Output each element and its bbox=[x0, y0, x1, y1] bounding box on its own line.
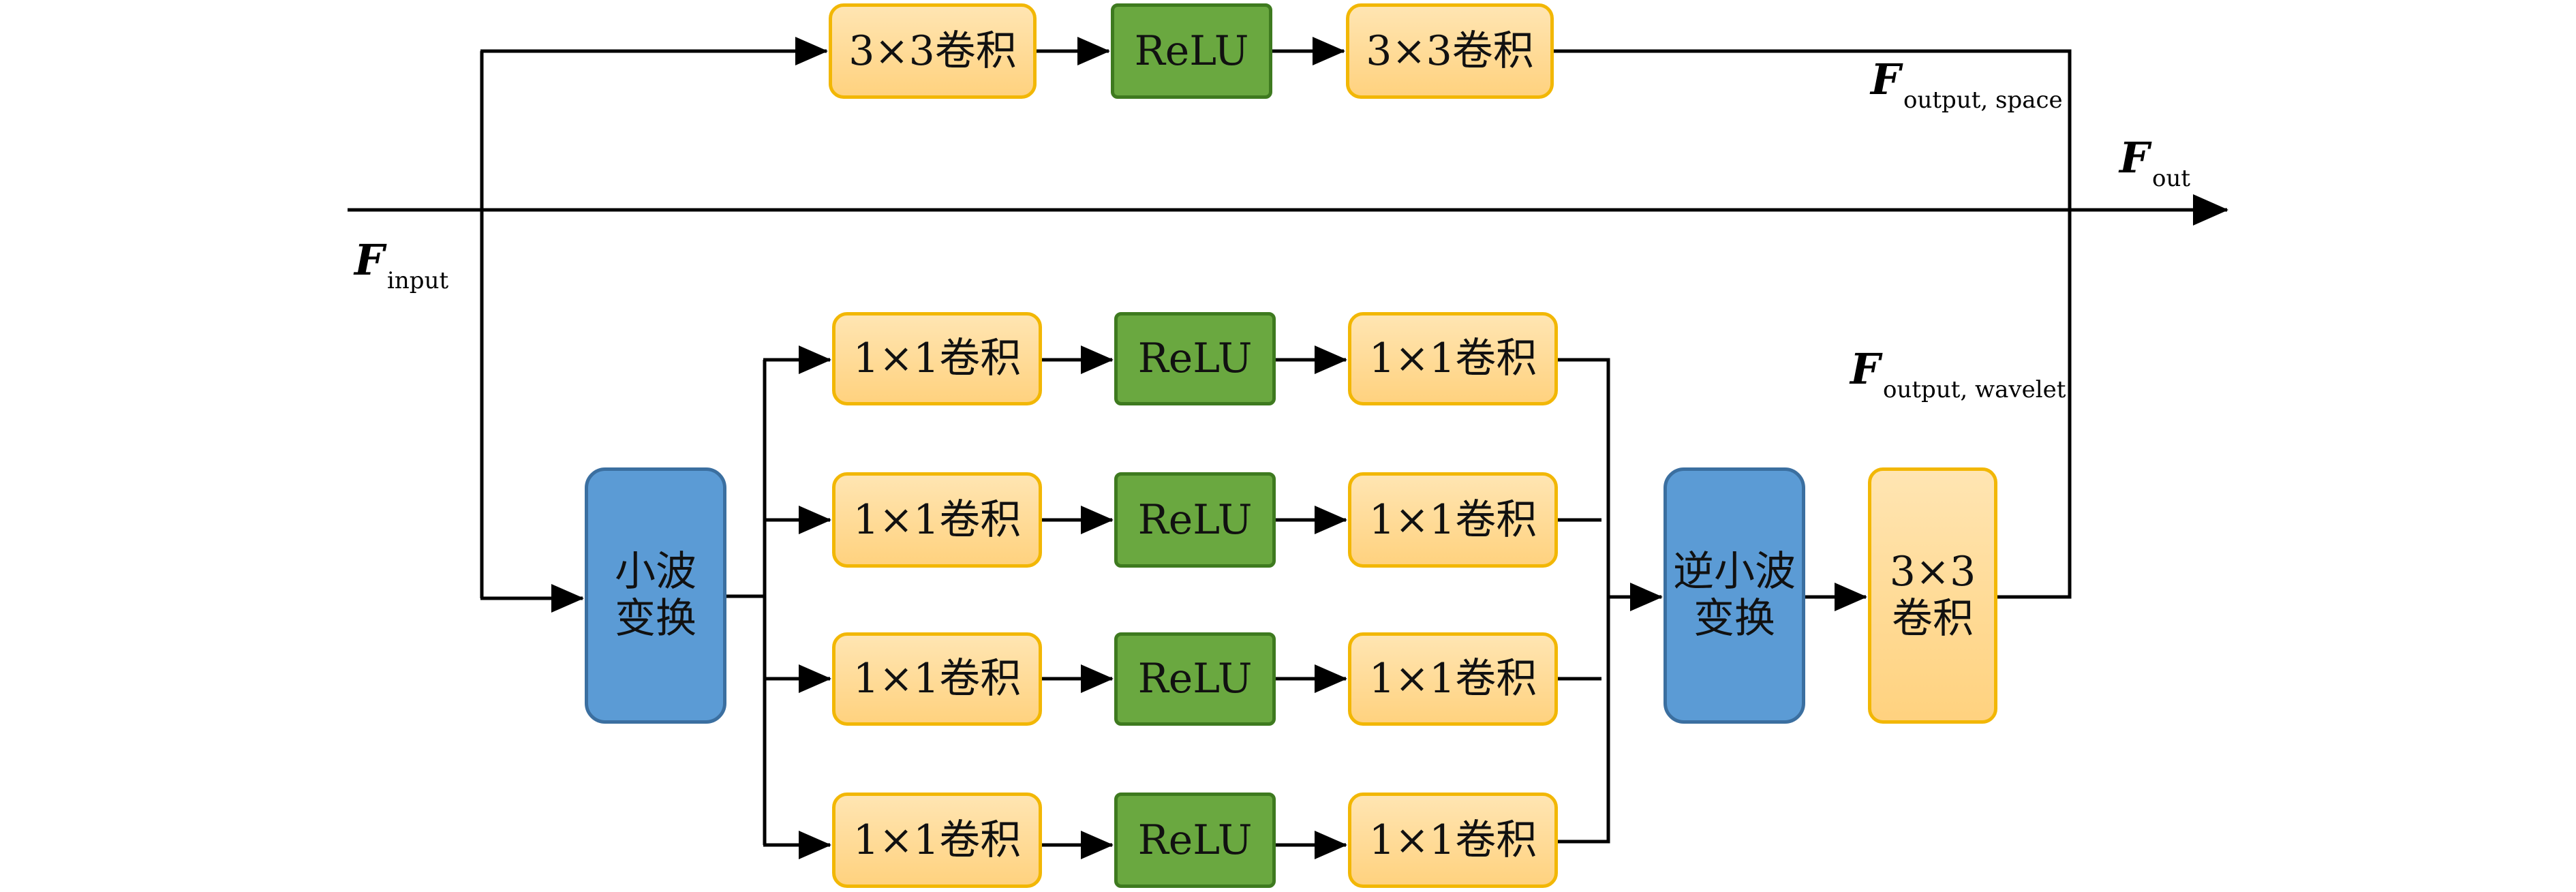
label-f-out-sub: out bbox=[2152, 165, 2191, 192]
top-branch-return bbox=[1552, 49, 2072, 210]
row4-relu-box: ReLU bbox=[1114, 793, 1276, 888]
label-f-out-symbol: F bbox=[2119, 133, 2150, 183]
row4-conv1-box: 1×1卷积 bbox=[832, 793, 1042, 888]
row2-conv2-box: 1×1卷积 bbox=[1348, 472, 1558, 568]
top-conv1-box: 3×3卷积 bbox=[829, 3, 1037, 99]
label-f-wavelet-symbol: F bbox=[1850, 344, 1881, 394]
row4-conv2-box: 1×1卷积 bbox=[1348, 793, 1558, 888]
inverse-wavelet-box: 逆小波 变换 bbox=[1663, 467, 1805, 724]
row1-relu-box: ReLU bbox=[1114, 312, 1276, 405]
label-f-space-symbol: F bbox=[1871, 55, 1901, 104]
label-f-wavelet-sub: output, wavelet bbox=[1883, 376, 2066, 403]
label-f-input-sub: input bbox=[387, 267, 449, 294]
label-f-input-symbol: F bbox=[354, 235, 385, 285]
row3-conv2-box: 1×1卷积 bbox=[1348, 632, 1558, 726]
wavelet-branch-return bbox=[1995, 210, 2072, 599]
top-conv2-box: 3×3卷积 bbox=[1346, 3, 1554, 99]
row1-merge bbox=[1557, 358, 1610, 844]
row3-conv1-box: 1×1卷积 bbox=[832, 632, 1042, 726]
label-f-space-sub: output, space bbox=[1903, 87, 2063, 114]
top-relu-box: ReLU bbox=[1111, 3, 1272, 99]
row2-relu-box: ReLU bbox=[1114, 472, 1276, 568]
row1-conv2-box: 1×1卷积 bbox=[1348, 312, 1558, 405]
row3-relu-box: ReLU bbox=[1114, 632, 1276, 726]
row1-conv1-box: 1×1卷积 bbox=[832, 312, 1042, 405]
wavelet-transform-box: 小波 变换 bbox=[585, 467, 726, 724]
row2-conv1-box: 1×1卷积 bbox=[832, 472, 1042, 568]
final-conv-box: 3×3 卷积 bbox=[1868, 467, 1997, 724]
